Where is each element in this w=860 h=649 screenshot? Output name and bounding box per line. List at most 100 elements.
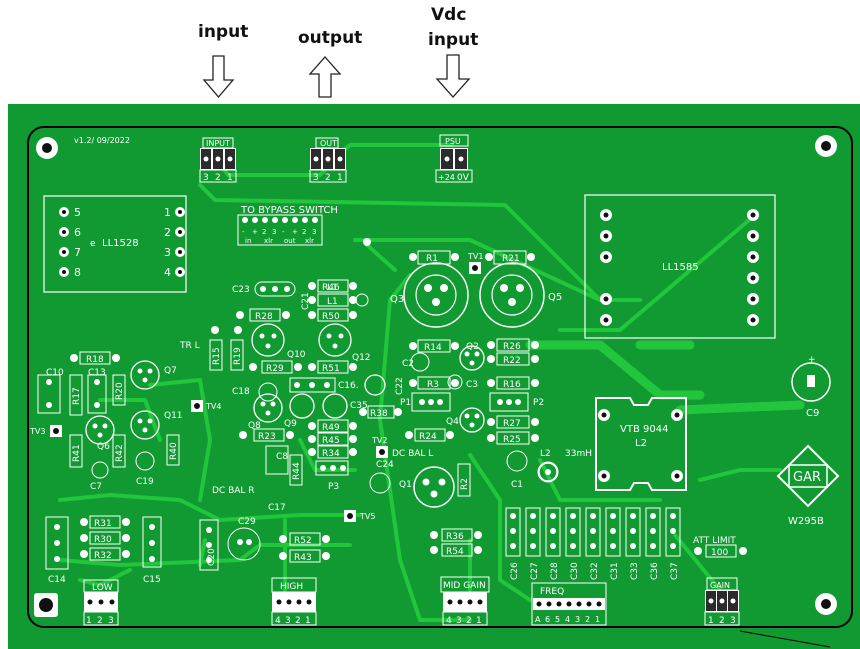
svg-text:R27: R27 — [503, 419, 521, 429]
svg-text:R49: R49 — [322, 423, 340, 433]
input-connector[interactable]: INPUT 3 2 1 — [199, 137, 237, 183]
psu-connector[interactable]: PSU +24 0V — [435, 134, 473, 183]
svg-text:Q2: Q2 — [466, 342, 479, 352]
gain-label: GAIN — [710, 581, 730, 590]
pin-label: 1 — [227, 173, 233, 183]
transformer-tag: e — [90, 239, 96, 249]
svg-text:R38: R38 — [370, 409, 388, 419]
pin-label: 5 — [74, 206, 81, 219]
svg-text:R36: R36 — [446, 532, 464, 542]
svg-text:C29: C29 — [238, 517, 256, 527]
l2-label: L2 — [540, 449, 551, 459]
svg-text:R45: R45 — [322, 436, 340, 446]
svg-text:+: + — [808, 355, 816, 365]
pin-label: 4 — [164, 266, 171, 279]
q3-transistor: Q3 — [390, 262, 469, 328]
pin-label: 2 — [302, 228, 306, 236]
pin-label: 2 — [97, 616, 103, 626]
pin-label: in — [245, 237, 251, 245]
high-connector[interactable]: HIGH 4 3 2 1 — [271, 577, 317, 626]
svg-text:R43: R43 — [294, 553, 312, 563]
pin-label: 3 — [730, 616, 736, 626]
svg-text:Q9: Q9 — [284, 419, 297, 429]
out-connector[interactable]: OUT 3 2 1 — [309, 137, 347, 183]
output-up-arrow-icon — [308, 56, 342, 98]
pin-label: 3 — [313, 173, 319, 183]
svg-text:C27: C27 — [530, 562, 540, 580]
pin-label: 5 — [555, 615, 560, 624]
p2-label: P2 — [533, 398, 544, 408]
svg-text:R46: R46 — [322, 283, 340, 293]
pin-label: 3 — [456, 616, 462, 626]
pin-label: - — [242, 228, 245, 236]
pin-label: 8 — [74, 266, 81, 279]
pin-label: 2 — [295, 616, 301, 626]
mid-gain-connector[interactable]: MID GAIN 4 3 2 1 — [440, 576, 490, 626]
board-outline — [27, 126, 853, 628]
pin-label: 2 — [215, 173, 221, 183]
svg-text:Q7: Q7 — [164, 366, 177, 376]
svg-text:C21: C21 — [301, 292, 311, 310]
vtb-sub-label: L2 — [635, 438, 647, 449]
logo-text: GAR — [793, 470, 821, 485]
svg-text:C30: C30 — [570, 562, 580, 580]
svg-text:Q12: Q12 — [352, 353, 371, 363]
svg-text:C22: C22 — [395, 377, 405, 395]
pin-label: 4 — [275, 616, 281, 626]
pin-label: 6 — [74, 226, 81, 239]
pin-label: A — [535, 615, 541, 624]
pin-label: 2 — [164, 226, 171, 239]
pin-label: 2 — [719, 616, 725, 626]
svg-text:R51: R51 — [322, 364, 340, 374]
svg-text:R25: R25 — [503, 435, 521, 445]
svg-text:R16: R16 — [503, 380, 521, 390]
svg-text:Q11: Q11 — [164, 411, 183, 421]
svg-text:C37: C37 — [670, 562, 680, 580]
bypass-title: TO BYPASS SWITCH — [240, 205, 338, 216]
pin-label: 4 — [446, 616, 452, 626]
svg-text:C7: C7 — [90, 482, 102, 492]
svg-text:C10: C10 — [46, 368, 64, 378]
svg-text:Q1: Q1 — [399, 480, 412, 490]
l1-label: L1 — [327, 283, 338, 293]
pin-label: 2 — [262, 228, 266, 236]
svg-text:C35: C35 — [350, 401, 368, 411]
svg-text:TV5: TV5 — [359, 512, 375, 521]
gain-connector[interactable]: GAIN 1 2 3 — [704, 577, 740, 626]
freq-connector[interactable]: FREQ A 6 5 4 3 2 1 — [531, 582, 607, 626]
svg-text:C3: C3 — [466, 380, 478, 390]
version-text: v1.2/ 09/2022 — [74, 136, 130, 145]
svg-text:R44: R44 — [292, 462, 302, 480]
pin-label: 2 — [585, 615, 590, 624]
svg-text:R42: R42 — [115, 444, 125, 462]
svg-text:R40: R40 — [169, 442, 179, 460]
svg-text:C28: C28 — [550, 562, 560, 580]
svg-text:C16.: C16. — [338, 381, 359, 391]
pin-label: 1 — [476, 616, 482, 626]
small-transistors — [85, 323, 485, 445]
svg-text:TV2: TV2 — [371, 436, 387, 445]
svg-text:R28: R28 — [255, 312, 273, 322]
svg-text:R22: R22 — [503, 356, 521, 366]
pin-label: 1 — [164, 206, 171, 219]
pin-label: +24 — [438, 173, 455, 182]
bypass-switch-header[interactable]: TO BYPASS SWITCH - + 2 3 - + 2 3 in xlr … — [237, 205, 338, 246]
pin-label: xlr — [305, 237, 314, 245]
low-connector[interactable]: LOW 1 2 3 — [83, 579, 119, 626]
svg-text:C31: C31 — [610, 562, 620, 580]
q5-transistor: Q5 — [479, 262, 562, 328]
svg-text:L1: L1 — [327, 297, 338, 307]
svg-text:R52: R52 — [294, 536, 312, 546]
svg-text:R41: R41 — [72, 444, 82, 462]
pin-label: 3 — [108, 616, 114, 626]
pin-label: 1 — [86, 616, 92, 626]
pin-label: - — [282, 228, 285, 236]
pin-label: 4 — [565, 615, 570, 624]
dc-bal-l-label: DC BAL L — [392, 449, 433, 459]
vdc-label: Vdc — [431, 5, 467, 25]
svg-text:C26: C26 — [510, 562, 520, 580]
pin-label: 3 — [575, 615, 580, 624]
svg-text:R19: R19 — [233, 347, 243, 365]
svg-text:R23: R23 — [258, 432, 276, 442]
